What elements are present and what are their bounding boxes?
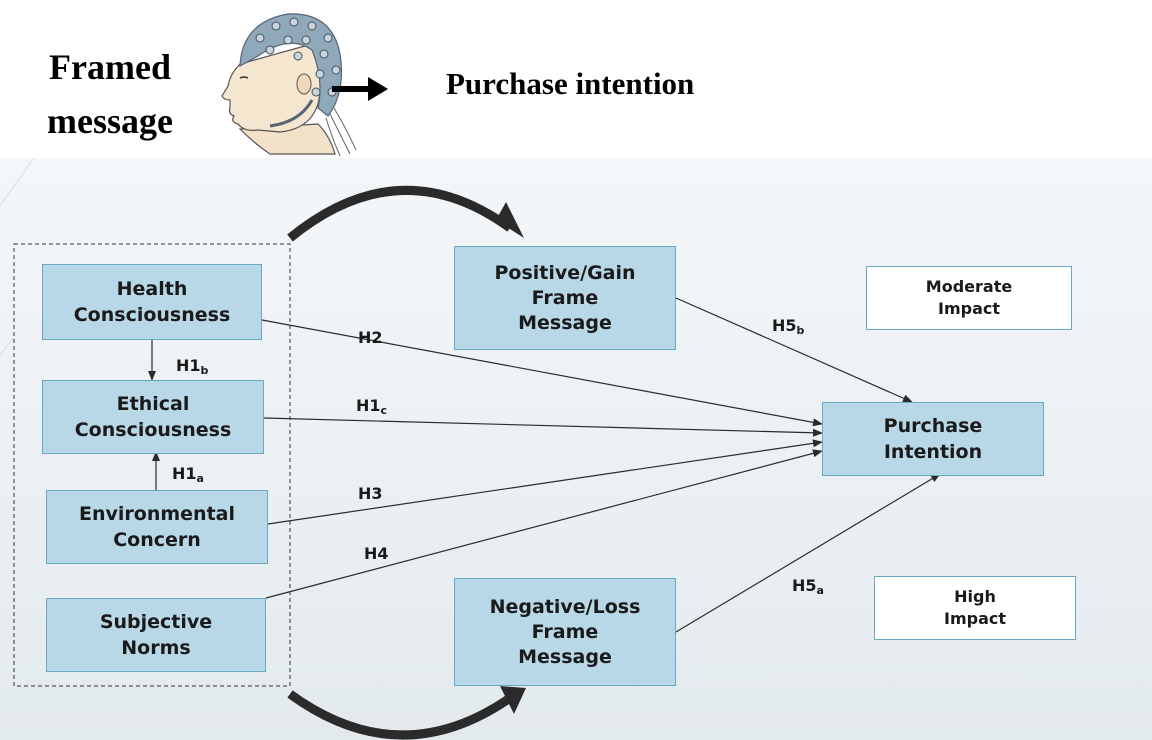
framed-message-title: Framed message (47, 47, 173, 141)
hypothesis-h1c-main: H1 (356, 396, 381, 415)
purchase-intention-box: Purchase Intention (822, 402, 1044, 476)
framing-model-diagram: Health Consciousness Ethical Consciousne… (0, 158, 1152, 740)
diagram-connectors (0, 158, 941, 740)
hypothesis-h1a-main: H1 (172, 464, 197, 483)
ethical-consciousness-box: Ethical Consciousness (42, 380, 264, 454)
hypothesis-label-h1c: H1c (356, 396, 387, 417)
hypothesis-label-h1b: H1b (176, 356, 208, 377)
curved-arrow-head (496, 202, 524, 238)
hypothesis-h5a-sub: a (816, 584, 824, 597)
arrow-h5b (675, 297, 913, 403)
subjective-norms-box: Subjective Norms (46, 598, 266, 672)
header-band (0, 0, 1152, 158)
hypothesis-label-h5a: H5a (792, 576, 824, 597)
arrow-h5a (675, 473, 941, 633)
negative-loss-frame-box: Negative/Loss Frame Message (454, 578, 676, 686)
hypothesis-label-h4: H4 (364, 544, 389, 563)
decorative-line (0, 158, 35, 207)
positive-gain-frame-box: Positive/Gain Frame Message (454, 246, 676, 350)
arrow-h4 (265, 449, 823, 599)
hypothesis-h5b-sub: b (796, 324, 805, 337)
arrow-h1c (263, 417, 823, 437)
right-arrow-icon (332, 77, 388, 101)
arrow-h2 (261, 319, 823, 427)
curved-arrow-head (500, 686, 526, 714)
hypothesis-h1b-sub: b (200, 364, 209, 377)
hypothesis-h5a-main: H5 (792, 576, 817, 595)
health-consciousness-box: Health Consciousness (42, 264, 262, 340)
environmental-concern-box: Environmental Concern (46, 490, 268, 564)
curved-arrow-icon (287, 185, 513, 242)
hypothesis-label-h1a: H1a (172, 464, 204, 485)
hypothesis-h5b-main: H5 (772, 316, 797, 335)
hypothesis-h1b-main: H1 (176, 356, 201, 375)
eeg-cap-head-icon (221, 13, 357, 157)
hypothesis-label-h3: H3 (358, 484, 383, 503)
curved-arrow-icon (287, 690, 513, 740)
hypothesis-label-h2: H2 (358, 328, 383, 347)
hypothesis-h1c-sub: c (380, 404, 388, 417)
hypothesis-h1a-sub: a (196, 472, 204, 485)
decorative-line (0, 337, 15, 355)
moderate-impact-box: Moderate Impact (866, 266, 1072, 330)
high-impact-box: High Impact (874, 576, 1076, 640)
purchase-intention-title: Purchase intention (446, 66, 695, 101)
arrow-h3 (267, 439, 823, 525)
hypothesis-label-h5b: H5b (772, 316, 804, 337)
antecedents-group-border (13, 243, 291, 687)
